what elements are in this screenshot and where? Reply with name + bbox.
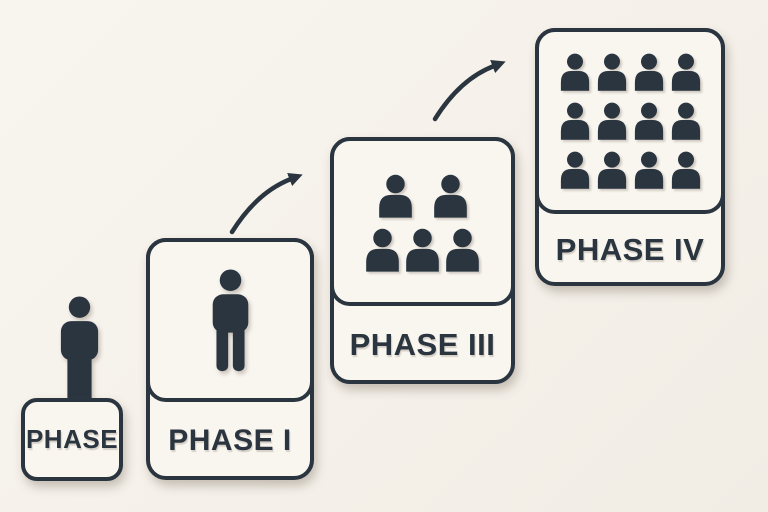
person-bust-icon — [364, 228, 401, 272]
person-bust-icon — [559, 53, 591, 91]
person-bust-icon — [670, 53, 702, 91]
person-bust-icon — [596, 102, 628, 140]
person-standing-icon — [207, 269, 254, 372]
person-bust-icon — [670, 151, 702, 189]
person-bust-icon — [559, 102, 591, 140]
phase-label: PHASE III — [349, 327, 496, 362]
people-group — [364, 172, 481, 272]
person-bust-icon — [633, 151, 665, 189]
arrow-up-right-icon — [229, 172, 303, 235]
person-bust-icon — [596, 151, 628, 189]
person-bust-icon — [633, 102, 665, 140]
person-bust-icon — [596, 53, 628, 91]
people-row — [559, 53, 702, 91]
phase-label: PHASE — [25, 424, 119, 454]
person-bust-icon — [404, 228, 441, 272]
person-bust-icon — [633, 53, 665, 91]
phase-4-card: PHASE IV — [535, 28, 725, 286]
phase-label: PHASE IV — [555, 232, 705, 267]
person-standing-icon — [56, 296, 103, 403]
person-bust-icon — [670, 102, 702, 140]
phase-1-card: PHASE I — [146, 238, 314, 480]
person-bust-icon — [444, 228, 481, 272]
people-group — [559, 53, 702, 189]
phase-pedestal-box: PHASE — [21, 398, 123, 481]
people-row — [364, 228, 481, 272]
arrow-up-right-icon — [432, 59, 506, 122]
phase-3-card: PHASE III — [330, 137, 515, 384]
person-bust-icon — [377, 174, 414, 218]
people-row — [377, 174, 469, 218]
people-row — [559, 151, 702, 189]
people-row — [559, 102, 702, 140]
phase-1-label-area: PHASE I — [150, 406, 310, 476]
phase-4-icon-area — [535, 28, 725, 214]
phase-label: PHASE I — [168, 424, 292, 457]
person-bust-icon — [432, 174, 469, 218]
person-bust-icon — [559, 151, 591, 189]
phase-3-label-area: PHASE III — [334, 310, 511, 380]
phase-4-label-area: PHASE IV — [539, 218, 721, 282]
phase-3-icon-area — [330, 137, 515, 306]
phase-1-icon-area — [146, 238, 314, 402]
